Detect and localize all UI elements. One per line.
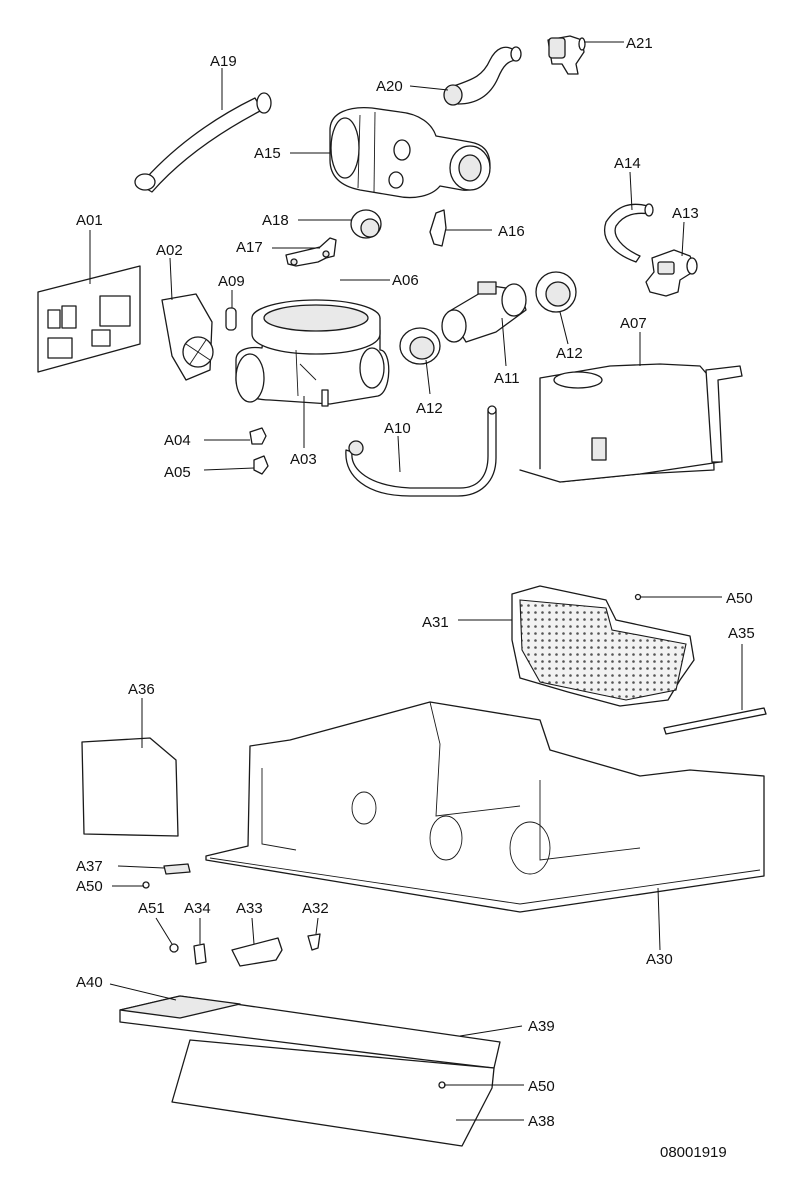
part-a50-screw-top — [634, 593, 642, 601]
part-a36-insulation — [81, 737, 179, 837]
part-a14-hose — [604, 203, 654, 263]
part-a07-tank — [519, 363, 743, 483]
part-a12-seal-right — [535, 271, 577, 313]
part-a37-clip — [163, 863, 191, 875]
label-a31: A31 — [422, 614, 449, 631]
label-a21: A21 — [626, 35, 653, 52]
drawing-number: 08001919 — [660, 1144, 727, 1161]
part-a39-a38-plinth — [119, 995, 501, 1147]
part-a15-pump — [329, 106, 491, 199]
label-a10: A10 — [384, 420, 411, 437]
label-a33: A33 — [236, 900, 263, 917]
part-a50-screw-left — [142, 881, 150, 889]
label-a34: A34 — [184, 900, 211, 917]
label-a13: A13 — [672, 205, 699, 222]
label-a02: A02 — [156, 242, 183, 259]
label-a18: A18 — [262, 212, 289, 229]
label-a03: A03 — [290, 451, 317, 468]
part-a02-actuator — [161, 293, 214, 381]
part-a06-a03-sump — [235, 299, 390, 407]
label-a30: A30 — [646, 951, 673, 968]
label-a36: A36 — [128, 681, 155, 698]
part-a35-rod — [663, 707, 767, 735]
label-a06: A06 — [392, 272, 419, 289]
part-a04-fitting — [249, 427, 267, 445]
part-a09-clip — [225, 307, 237, 331]
label-a35: A35 — [728, 625, 755, 642]
part-a30-base-frame — [205, 701, 765, 913]
label-a12-left: A12 — [416, 400, 443, 417]
part-a18-ring — [350, 209, 382, 239]
label-a50-right: A50 — [528, 1078, 555, 1095]
part-a33-bracket — [231, 937, 283, 967]
label-a05: A05 — [164, 464, 191, 481]
label-a01: A01 — [76, 212, 103, 229]
part-a16-clip — [429, 209, 447, 247]
part-a19-hose — [134, 92, 272, 193]
part-a34-clip — [193, 943, 207, 965]
part-a11-heater — [441, 281, 527, 343]
part-a51-screw — [169, 943, 179, 953]
label-a50-top: A50 — [726, 590, 753, 607]
label-a17: A17 — [236, 239, 263, 256]
label-a40: A40 — [76, 974, 103, 991]
part-a21-fitting — [547, 35, 586, 75]
label-a12-right: A12 — [556, 345, 583, 362]
label-a15: A15 — [254, 145, 281, 162]
label-a07: A07 — [620, 315, 647, 332]
part-a17-bracket — [285, 237, 337, 267]
part-a31-panel — [511, 585, 695, 707]
part-a01-circuit-board — [37, 265, 141, 373]
part-a32-clip — [307, 933, 321, 951]
label-a51: A51 — [138, 900, 165, 917]
label-a20: A20 — [376, 78, 403, 95]
leader-lines — [89, 41, 743, 1121]
part-a12-seal-left — [399, 327, 441, 365]
label-a50-left: A50 — [76, 878, 103, 895]
label-a38: A38 — [528, 1113, 555, 1130]
label-a32: A32 — [302, 900, 329, 917]
part-a13-valve — [645, 249, 698, 297]
part-a10-hose — [345, 405, 497, 497]
label-a14: A14 — [614, 155, 641, 172]
label-a04: A04 — [164, 432, 191, 449]
part-a20-hose — [443, 46, 522, 106]
label-a19: A19 — [210, 53, 237, 70]
part-a05-fitting — [253, 455, 269, 475]
label-a39: A39 — [528, 1018, 555, 1035]
label-a16: A16 — [498, 223, 525, 240]
label-a09: A09 — [218, 273, 245, 290]
label-a37: A37 — [76, 858, 103, 875]
label-a11: A11 — [494, 370, 520, 387]
